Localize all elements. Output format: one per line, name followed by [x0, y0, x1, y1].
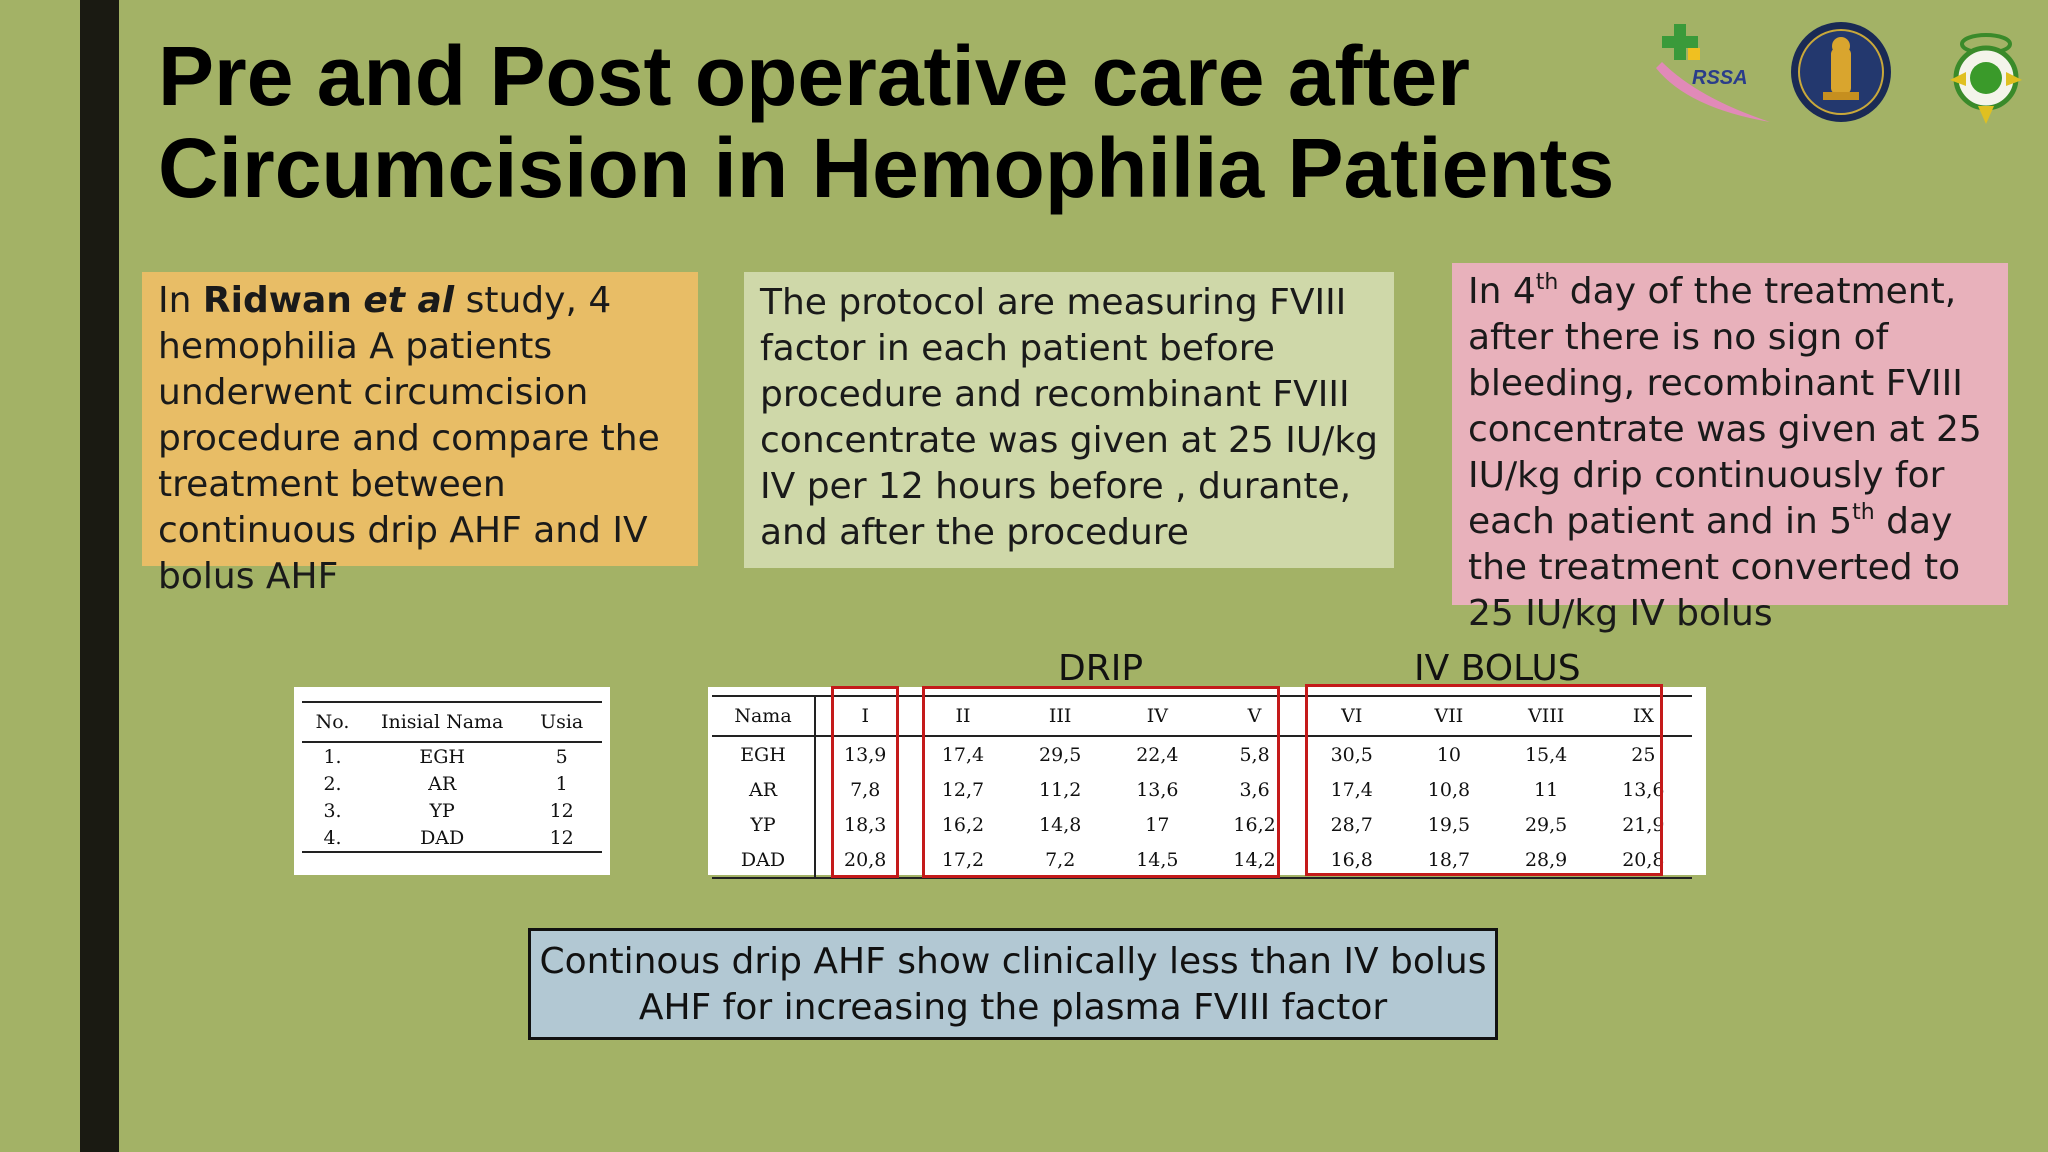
patients-header-age: Usia: [521, 701, 602, 743]
patients-header-no: No.: [302, 701, 364, 743]
table-row: 1. EGH 5: [323, 745, 568, 768]
iv-bolus-label: IV BOLUS: [1414, 648, 1581, 689]
slide-title: Pre and Post operative care after Circum…: [158, 30, 1658, 214]
et-al: et al: [363, 280, 455, 321]
treatment-overflow: 25 IU/kg IV bolus: [1468, 593, 1773, 634]
green-emblem-icon: [1950, 33, 2022, 124]
highlight-drip-columns: [922, 686, 1280, 878]
protocol-box: The protocol are measuring FVIII factor …: [744, 272, 1394, 568]
title-line-2: Circumcision in Hemophilia Patients: [158, 121, 1615, 215]
treatment-text: In 4th day of the treatment, after there…: [1468, 270, 1982, 588]
ridwan-study-overflow: bolus AHF: [158, 556, 339, 597]
table-row: AR 7,8 12,7 11,2 13,6 3,6 17,4 10,8 11 1…: [712, 772, 1692, 807]
table-row: YP 18,3 16,2 14,8 17 16,2 28,7 19,5 29,5…: [712, 807, 1692, 842]
treatment-box: In 4th day of the treatment, after there…: [1452, 263, 2008, 634]
conclusion-line-1: Continous drip AHF show clinically less …: [539, 941, 1487, 982]
highlight-column-i: [831, 686, 899, 878]
title-line-1: Pre and Post operative care after: [158, 29, 1470, 123]
patients-table: No. Inisial Nama Usia 1. EGH 5 2. AR 1 3…: [294, 687, 610, 875]
table-row: 3. YP 12: [323, 799, 574, 822]
conclusion-box: Continous drip AHF show clinically less …: [528, 928, 1498, 1040]
table-row: EGH 13,9 17,4 29,5 22,4 5,8 30,5 10 15,4…: [712, 736, 1692, 772]
table-row: 2. AR 1: [323, 772, 568, 795]
ridwan-study-text: In Ridwan et al study, 4 hemophilia A pa…: [158, 280, 660, 551]
logo-group: RSSA: [1648, 18, 2048, 128]
highlight-iv-bolus-columns: [1305, 684, 1663, 876]
table-row: 4. DAD 12: [302, 824, 602, 853]
rssa-logo-text: RSSA: [1692, 67, 1748, 89]
table-row: DAD 20,8 17,2 7,2 14,5 14,2 16,8 18,7 28…: [712, 842, 1692, 879]
conclusion-line-2: AHF for increasing the plasma FVIII fact…: [638, 987, 1388, 1028]
left-accent-bar: [80, 0, 119, 1152]
ridwan-study-box: In Ridwan et al study, 4 hemophilia A pa…: [142, 272, 698, 597]
university-seal-icon: [1791, 22, 1891, 122]
author-name: Ridwan: [202, 280, 352, 321]
drip-label: DRIP: [1058, 648, 1144, 689]
patients-header-name: Inisial Nama: [363, 701, 522, 743]
protocol-text: The protocol are measuring FVIII factor …: [760, 282, 1379, 553]
rssa-logo-icon: RSSA: [1656, 24, 1770, 122]
fviii-levels-table: Nama I II III IV V VI VII VIII IX EGH 13…: [708, 687, 1706, 879]
